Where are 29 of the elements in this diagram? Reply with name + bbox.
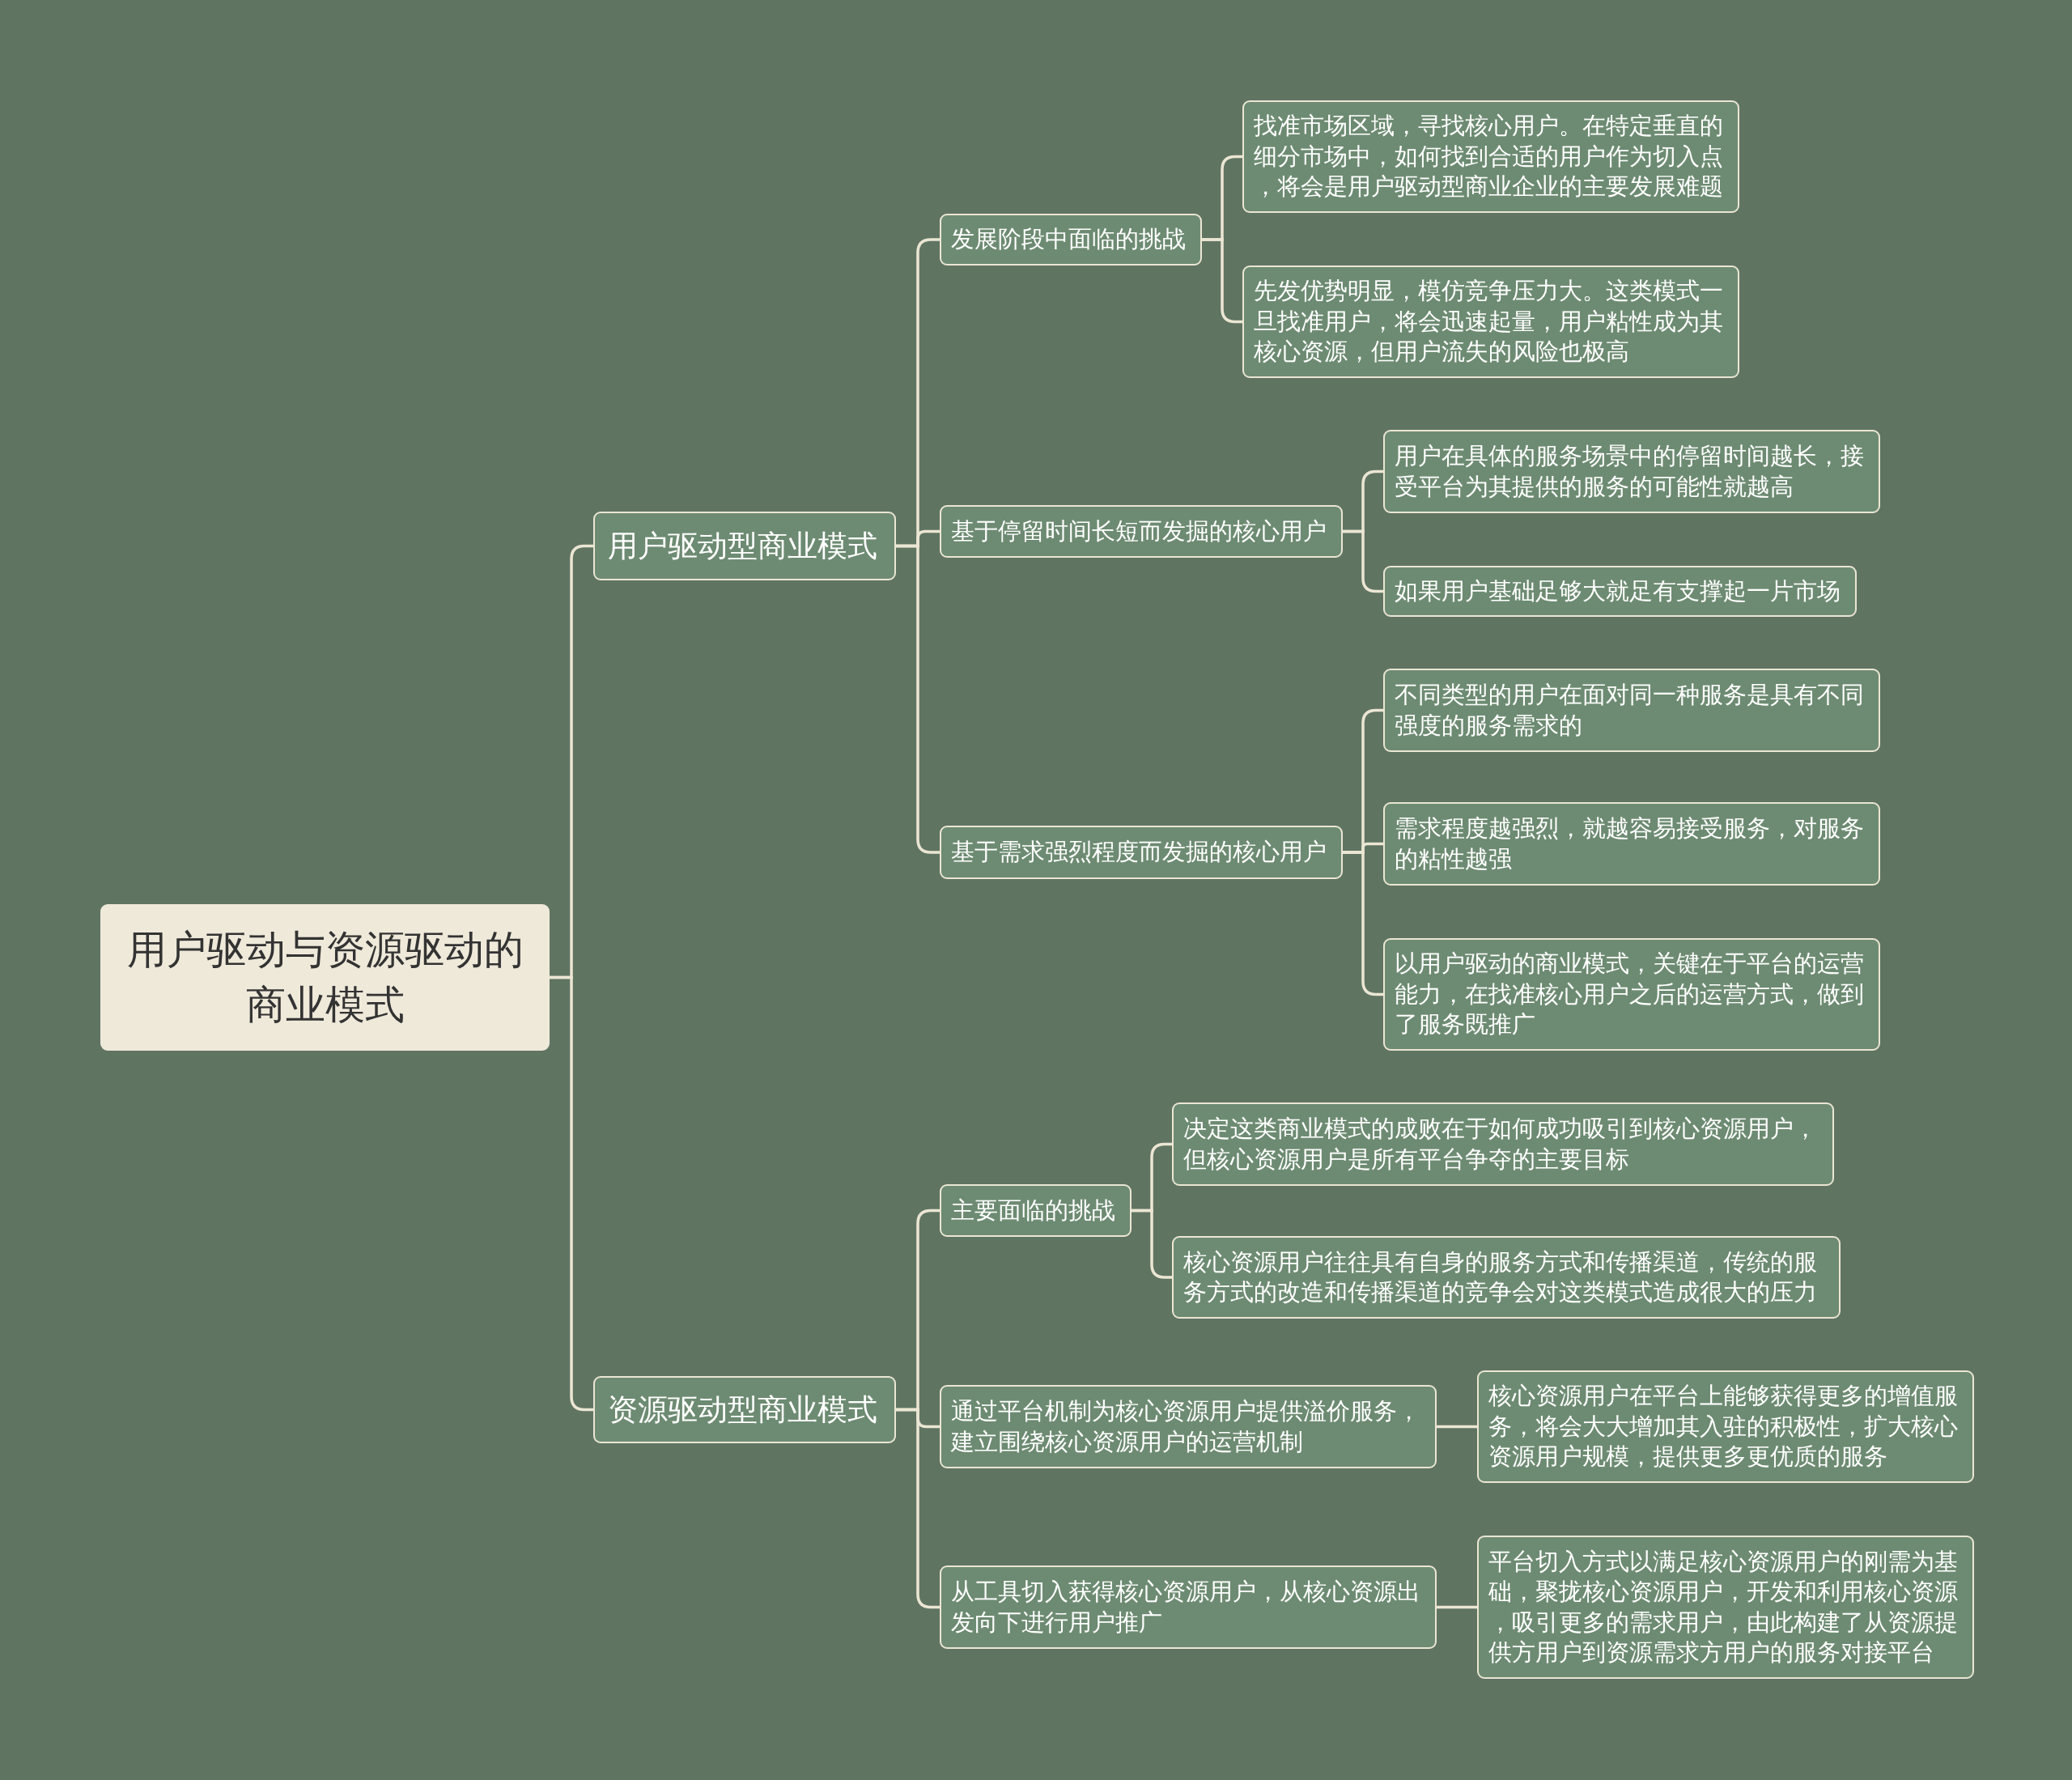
note-box: 如果用户基础足够大就足有支撑起一片市场 — [1383, 566, 1857, 617]
connector-line — [1200, 238, 1244, 324]
subtopic-box: 发展阶段中面临的挑战 — [940, 214, 1202, 266]
connector-line — [1341, 529, 1385, 593]
note-box: 以用户驱动的商业模式，关键在于平台的运营能力，在找准核心用户之后的运营方式，做到了服务既推广 — [1383, 938, 1880, 1051]
connector-line — [894, 1408, 941, 1609]
note-box: 先发优势明显，模仿竞争压力大。这类模式一旦找准用户，将会迅速起量，用户粘性成为其核心资源，但用户流失的风险也极高 — [1242, 266, 1739, 378]
subtopic-box: 主要面临的挑战 — [940, 1184, 1132, 1237]
note-box: 需求程度越强烈，就越容易接受服务，对服务的粘性越强 — [1383, 802, 1880, 886]
connector-line — [1435, 1605, 1479, 1609]
note-box: 用户在具体的服务场景中的停留时间越长，接受平台为其提供的服务的可能性就越高 — [1383, 430, 1880, 513]
note-box: 不同类型的用户在面对同一种服务是具有不同强度的服务需求的 — [1383, 669, 1880, 752]
topic-box: 资源驱动型商业模式 — [593, 1376, 896, 1443]
central-topic-box: 用户驱动与资源驱动的商业模式 — [100, 904, 550, 1051]
note-box: 平台切入方式以满足核心资源用户的刚需为基础，聚拢核心资源用户，开发和利用核心资源，吸引更多的需求用户，由此构建了从资源提供方用户到资源需求方用户的服务对接平台 — [1477, 1536, 1974, 1679]
subtopic-box: 基于停留时间长短而发掘的核心用户 — [940, 505, 1343, 558]
note-box: 核心资源用户往往具有自身的服务方式和传播渠道，传统的服务方式的改造和传播渠道的竞争会对这类模式造成很大的压力 — [1172, 1236, 1841, 1319]
connector-line — [1435, 1425, 1479, 1429]
note-box: 核心资源用户在平台上能够获得更多的增值服务，将会大大增加其入驻的积极性，扩大核心资源用户规模，提供更多更优质的服务 — [1477, 1370, 1974, 1483]
topic-box: 用户驱动型商业模式 — [593, 512, 896, 580]
subtopic-box: 从工具切入获得核心资源用户，从核心资源出发向下进行用户推广 — [940, 1565, 1437, 1649]
note-box: 决定这类商业模式的成败在于如何成功吸引到核心资源用户，但核心资源用户是所有平台争夺的主要目标 — [1172, 1102, 1834, 1186]
connector-line — [1130, 1209, 1174, 1279]
subtopic-box: 基于需求强烈程度而发掘的核心用户 — [940, 826, 1343, 879]
connector-line — [894, 544, 941, 854]
connector-line — [548, 975, 595, 1412]
subtopic-box: 通过平台机制为核心资源用户提供溢价服务，建立围绕核心资源用户的运营机制 — [940, 1385, 1437, 1468]
note-box: 找准市场区域，寻找核心用户。在特定垂直的细分市场中，如何找到合适的用户作为切入点，将会是用户驱动型商业企业的主要发展难题 — [1242, 100, 1739, 213]
connector-line — [1341, 851, 1385, 996]
